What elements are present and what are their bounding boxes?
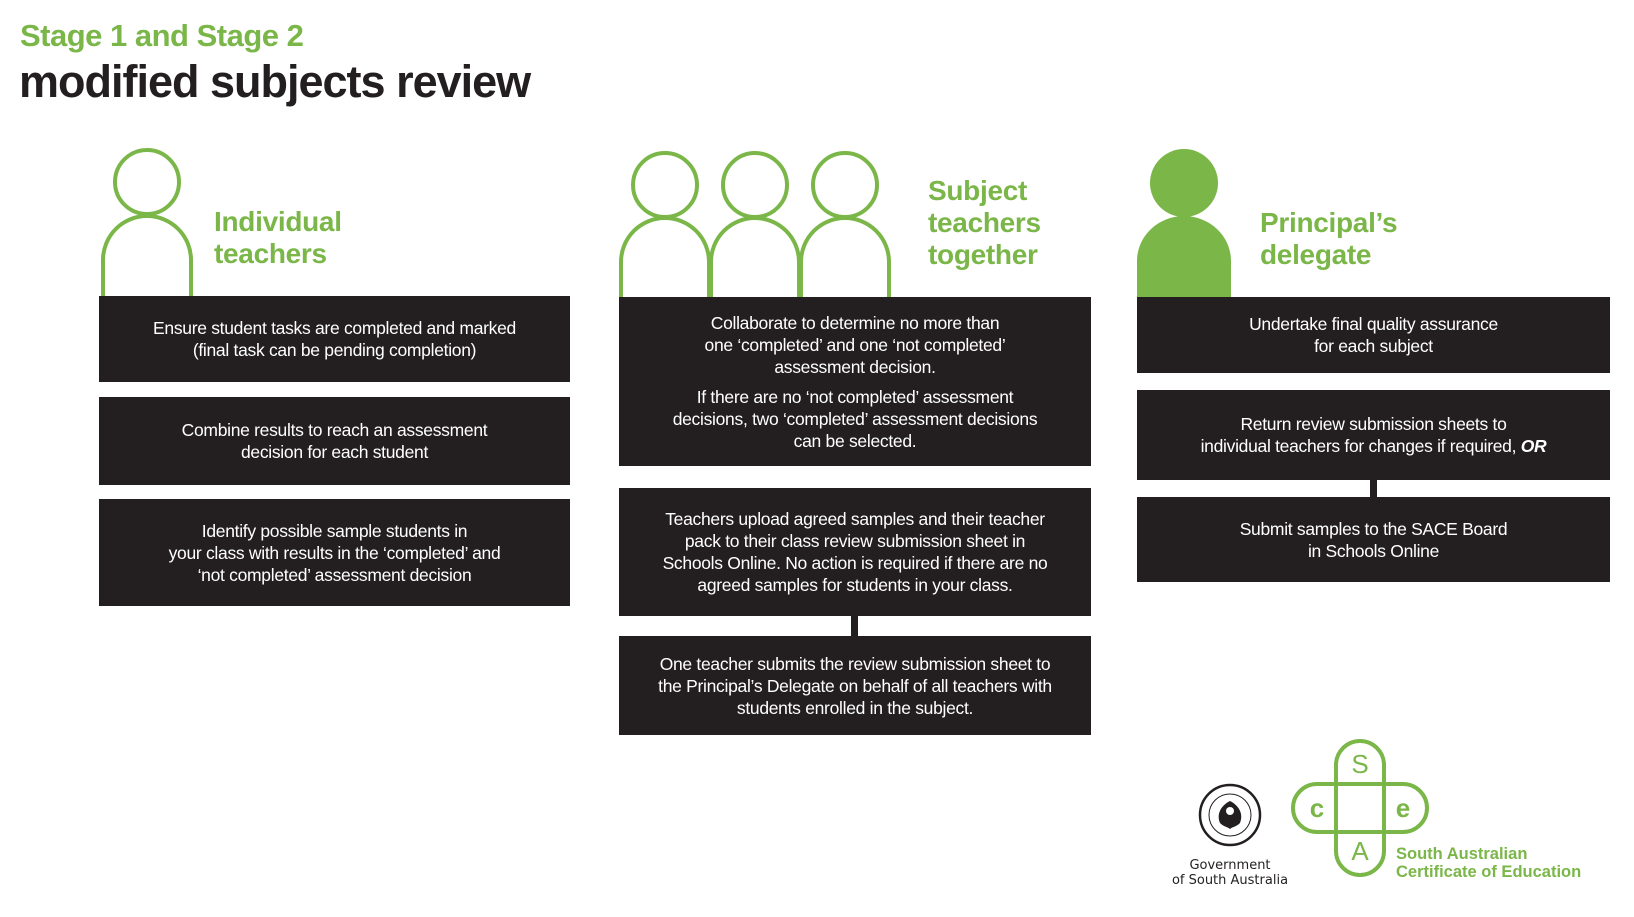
step-box: Teachers upload agreed samples and their…: [619, 488, 1091, 616]
step-text: pack to their class review submission sh…: [684, 531, 1026, 551]
step-text-part: individual teachers for changes if requi…: [1200, 436, 1517, 456]
step-text: If there are no ‘not completed’ assessme…: [696, 386, 1014, 407]
step-box: Combine results to reach an assessment d…: [99, 397, 570, 485]
step-box: Collaborate to determine no more than on…: [619, 297, 1091, 466]
step-text: assessment decision.: [774, 356, 936, 377]
group-outline-icon: [619, 151, 891, 298]
step-text: Identify possible sample students in: [201, 520, 468, 541]
gov-line: Government: [1189, 858, 1271, 873]
sace-line: Certificate of Education: [1396, 863, 1582, 881]
sace-logo: S c e A: [1291, 739, 1429, 877]
step-text: your class with results in the ‘complete…: [168, 542, 501, 563]
step-text: (final task can be pending completion): [192, 340, 477, 360]
step-text: can be selected.: [793, 430, 917, 451]
step-box: Undertake final quality assurance for ea…: [1137, 297, 1610, 373]
connector-line: [1370, 478, 1377, 499]
step-text: Ensure student tasks are completed and m…: [153, 318, 516, 338]
step-text: ‘not completed’ assessment decision: [197, 564, 472, 585]
label-line: delegate: [1260, 239, 1372, 270]
person-filled-icon: [1137, 149, 1231, 298]
step-text: agreed samples for students in your clas…: [697, 575, 1013, 595]
step-text: for each subject: [1314, 336, 1433, 356]
gov-line: of South Australia: [1171, 873, 1289, 888]
step-text: decision for each student: [240, 442, 429, 462]
label-line: Subject: [928, 175, 1028, 206]
step-box: One teacher submits the review submissio…: [619, 636, 1091, 735]
label-line: Individual: [214, 206, 342, 237]
sace-letter-s: S: [1351, 749, 1368, 779]
label-line: Principal’s: [1260, 207, 1398, 238]
step-text: Teachers upload agreed samples and their…: [665, 509, 1045, 529]
step-text: students enrolled in the subject.: [736, 697, 974, 718]
person-outline-icon: [101, 148, 193, 297]
page-subtitle: Stage 1 and Stage 2: [20, 18, 304, 53]
step-box: Return review submission sheets to indiv…: [1137, 390, 1610, 480]
step-text: Submit samples to the SACE Board: [1239, 518, 1508, 539]
label-line: together: [928, 239, 1038, 270]
column-label-individual-teachers: Individual teachers: [214, 206, 342, 270]
page-title: modified subjects review: [19, 56, 531, 107]
step-text: individual teachers for changes if requi…: [1201, 435, 1547, 457]
step-text: Undertake final quality assurance: [1249, 314, 1498, 334]
step-text: one ‘completed’ and one ‘not completed’: [704, 334, 1006, 355]
column-label-principals-delegate: Principal’s delegate: [1260, 207, 1398, 271]
or-emphasis: OR: [1520, 436, 1547, 456]
step-text: Combine results to reach an assessment: [181, 420, 488, 440]
sace-line: South Australian: [1396, 845, 1528, 863]
label-line: teachers: [214, 238, 327, 269]
step-text: Schools Online. No action is required if…: [662, 553, 1048, 573]
step-text: the Principal’s Delegate on behalf of al…: [658, 675, 1052, 696]
step-box: Ensure student tasks are completed and m…: [99, 296, 570, 382]
government-logo-text: Government of South Australia: [1160, 858, 1300, 888]
sace-letter-a: A: [1351, 836, 1369, 866]
step-text: in Schools Online: [1307, 540, 1440, 561]
step-box: Submit samples to the SACE Board in Scho…: [1137, 497, 1610, 582]
column-label-subject-teachers-together: Subject teachers together: [928, 175, 1041, 271]
sace-letter-e: e: [1396, 793, 1410, 823]
step-text: One teacher submits the review submissio…: [659, 653, 1051, 674]
connector-line: [851, 614, 858, 638]
sace-letter-c: c: [1310, 793, 1324, 823]
label-line: teachers: [928, 207, 1041, 238]
step-box: Identify possible sample students in you…: [99, 499, 570, 606]
sace-name: South Australian Certificate of Educatio…: [1396, 845, 1581, 881]
step-text: Collaborate to determine no more than: [710, 312, 1000, 333]
step-text: decisions, two ‘completed’ assessment de…: [672, 408, 1038, 429]
government-seal-logo: [1198, 783, 1262, 847]
step-text: Return review submission sheets to: [1240, 414, 1507, 434]
